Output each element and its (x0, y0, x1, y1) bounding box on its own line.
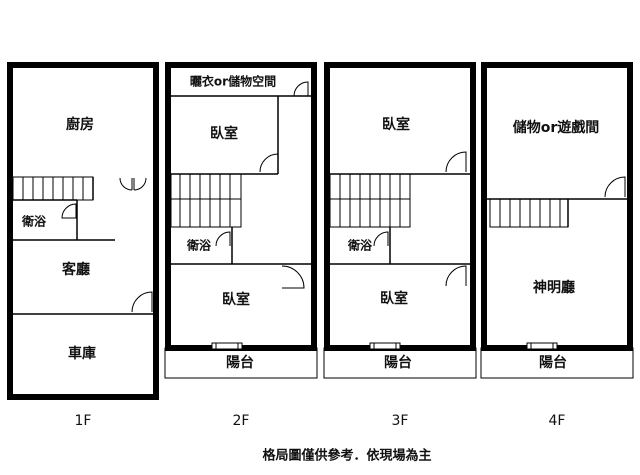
floor-3f: 臥室 衛浴 臥室 陽台 (323, 62, 477, 379)
floor-label-3f: 3F (392, 413, 409, 429)
door-swing-icon (131, 291, 153, 313)
floor-2f-drying-label: 曬衣or儲物空間 (190, 74, 276, 89)
floor-1f-kitchen-label: 廚房 (66, 116, 94, 133)
floor-2f: 曬衣or儲物空間 臥室 衛浴 臥室 陽台 (164, 62, 318, 379)
door-swing-icon (445, 151, 467, 173)
floor-4f: 儲物or遊戲間 神明廳 陽台 (480, 62, 634, 379)
door-swing-icon (293, 81, 309, 97)
floor-2f-bedroom-back-label: 臥室 (210, 125, 238, 142)
floor-1f-living-label: 客廳 (61, 261, 90, 278)
floor-3f-stairs (329, 173, 411, 228)
door-swing-icon (604, 176, 626, 198)
window-icon (211, 342, 243, 350)
floor-4f-shrine-label: 神明廳 (533, 279, 575, 296)
floor-1f-stairs (12, 176, 94, 201)
floor-4f-balcony-label: 陽台 (539, 354, 567, 371)
floor-3f-bath-label: 衛浴 (347, 238, 373, 253)
door-swing-icon (61, 203, 77, 219)
door-swing-icon (281, 265, 305, 289)
window-icon (526, 342, 558, 350)
floor-label-1f: 1F (75, 413, 92, 429)
floor-4f-outer-wall (481, 62, 633, 351)
floor-2f-bedroom-front-label: 臥室 (222, 291, 250, 308)
floor-label-2f: 2F (233, 413, 250, 429)
floor-3f-bedroom-back-label: 臥室 (382, 116, 410, 133)
door-swing-icon (445, 265, 467, 287)
door-swing-icon (119, 177, 147, 191)
floor-2f-balcony-label: 陽台 (226, 354, 254, 371)
floor-3f-bedroom-front-label: 臥室 (380, 290, 408, 307)
floor-4f-storage-label: 儲物or遊戲間 (512, 119, 600, 136)
floor-2f-stairs (170, 173, 242, 228)
floor-1f-outer-wall (7, 62, 159, 400)
floor-1f-garage-label: 車庫 (68, 345, 96, 362)
window-icon (369, 342, 401, 350)
footer-note: 格局圖僅供參考．依現場為主 (262, 448, 431, 464)
floor-1f-bath-walls (13, 177, 153, 315)
floor-2f-bath-label: 衛浴 (186, 238, 212, 253)
floor-1f: 廚房 衛浴 客廳 車庫 (7, 62, 159, 400)
door-swing-icon (373, 231, 389, 247)
floor-label-4f: 4F (549, 413, 566, 429)
door-swing-icon (215, 231, 231, 247)
floor-3f-balcony-label: 陽台 (384, 354, 412, 371)
floor-4f-walls (487, 198, 627, 227)
floor-4f-stairs (489, 198, 569, 228)
floor-1f-bath-label: 衛浴 (21, 214, 47, 229)
door-swing-icon (259, 153, 279, 173)
